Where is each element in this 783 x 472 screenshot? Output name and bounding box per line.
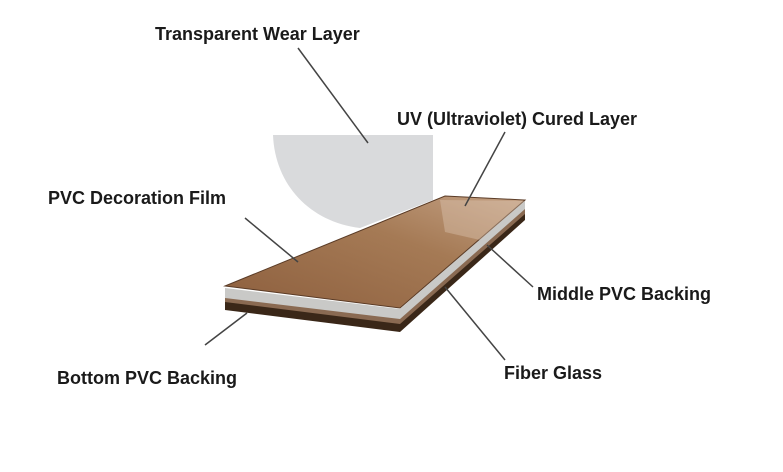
label-wear-layer: Transparent Wear Layer	[155, 24, 360, 44]
leader-decoration-film	[244, 217, 299, 263]
middle-pvc-backing-layer	[225, 200, 525, 319]
leader-fiber-glass	[444, 286, 506, 361]
wear-layer-sheet	[273, 135, 433, 228]
label-middle-backing: Middle PVC Backing	[537, 284, 711, 304]
label-fiber-glass: Fiber Glass	[504, 363, 602, 383]
leader-lines	[204, 47, 534, 361]
leader-bottom-backing	[204, 312, 248, 346]
uv-cured-gloss	[440, 200, 525, 240]
bottom-pvc-backing-layer	[225, 212, 525, 332]
decoration-film-surface	[223, 195, 527, 309]
leader-wear-layer	[297, 47, 369, 144]
label-decoration-film: PVC Decoration Film	[48, 188, 226, 208]
leader-uv-layer	[464, 131, 506, 207]
leader-middle-backing	[486, 244, 534, 288]
fiber-glass-layer	[225, 208, 525, 324]
label-bottom-backing: Bottom PVC Backing	[57, 368, 237, 388]
label-uv-layer: UV (Ultraviolet) Cured Layer	[397, 109, 637, 129]
